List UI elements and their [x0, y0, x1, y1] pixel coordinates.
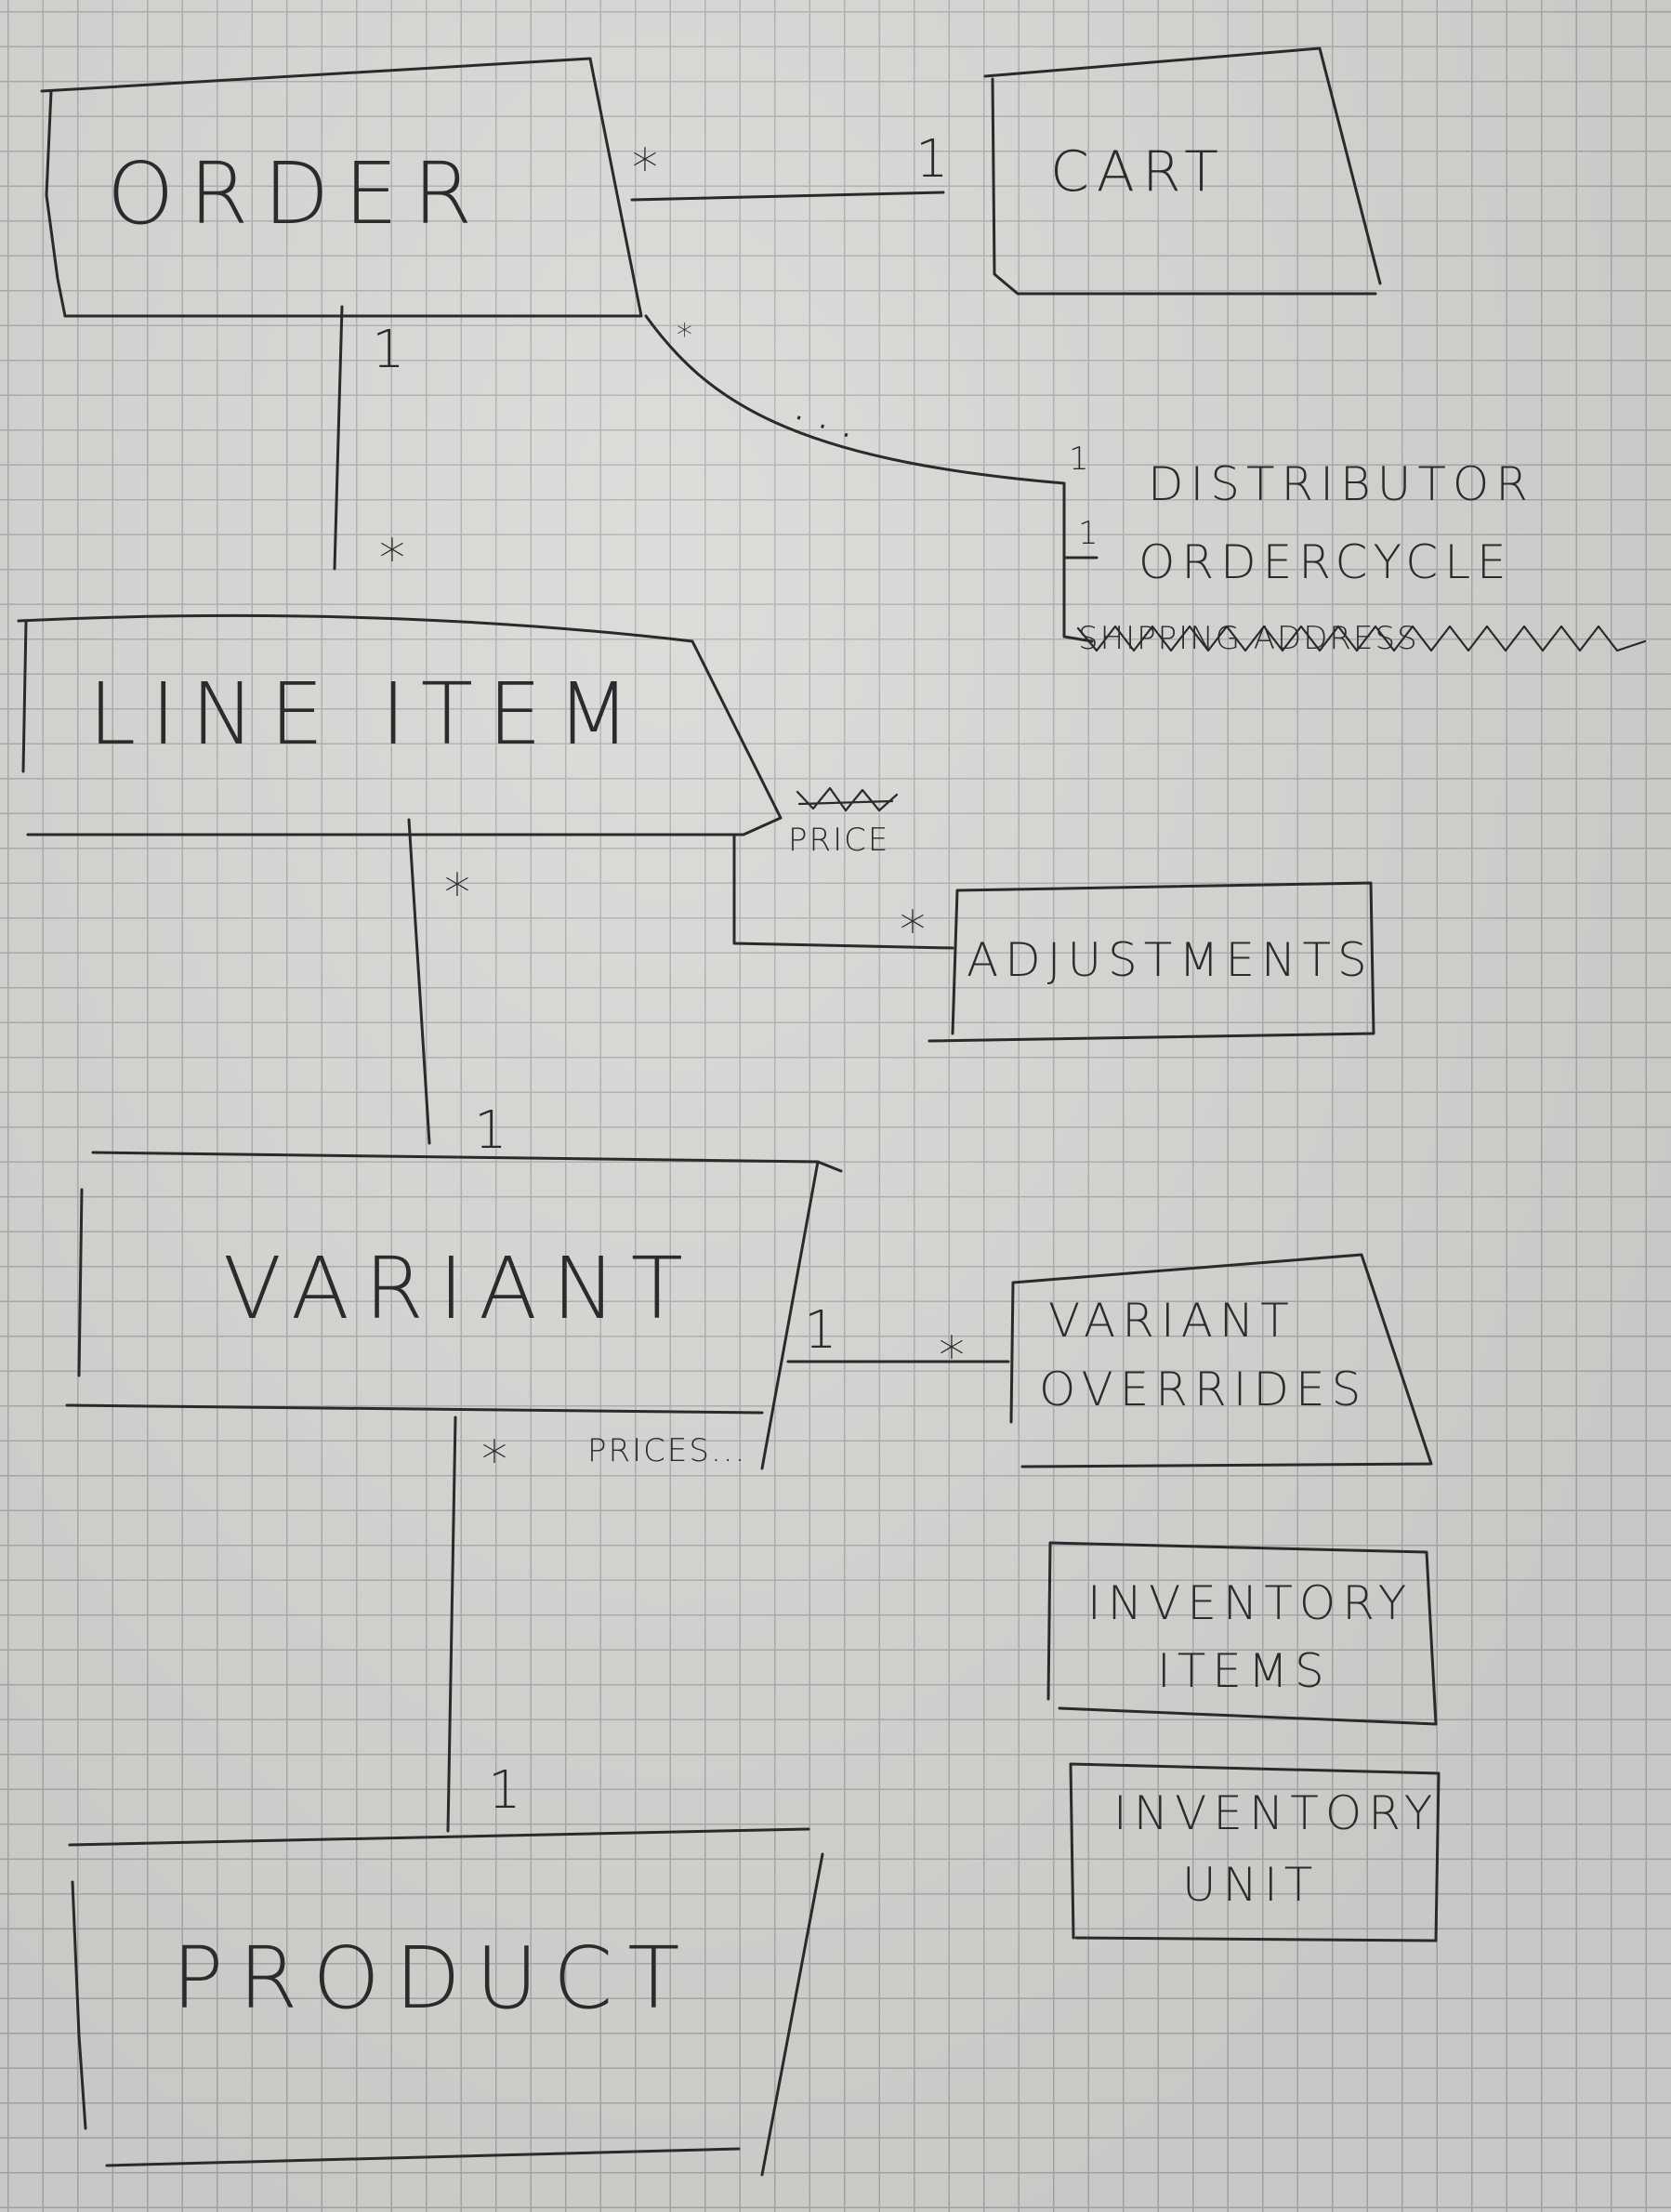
- order-label: ORDER: [107, 144, 487, 244]
- variant-overrides-many-mark: *: [939, 1326, 965, 1387]
- inventory-unit-label-line-1: INVENTORY: [1113, 1786, 1439, 1840]
- variant-overrides-box-outline: [1009, 1253, 1433, 1468]
- variant-overrides-relation: 1 *: [786, 1300, 1010, 1387]
- inventory-items-entity: INVENTORY ITEMS: [1046, 1541, 1438, 1726]
- order-cart-line: [630, 191, 945, 202]
- order-lineitem-one-mark: 1: [372, 320, 405, 380]
- variant-product-one-mark: 1: [488, 1760, 521, 1821]
- order-lineitem-line: [333, 305, 344, 571]
- order-attributes-relation: * ... 1 1 DISTRIBUTOR ORDERCYCLE SHIPPIN…: [644, 314, 1647, 657]
- inventory-unit-entity: INVENTORY UNIT: [1069, 1762, 1441, 1942]
- order-cart-relation: * 1: [630, 129, 949, 202]
- adjustments-entity: ADJUSTMENTS: [928, 881, 1375, 1043]
- distributor-one-mark: 1: [1069, 441, 1091, 478]
- variant-entity: VARIANT: [65, 1151, 843, 1470]
- distributor-attribute: DISTRIBUTOR: [1148, 457, 1534, 511]
- line-item-box-outline: [17, 613, 783, 836]
- product-label: PRODUCT: [172, 1929, 694, 2028]
- order-cycle-attribute: ORDERCYCLE: [1138, 535, 1513, 589]
- inventory-unit-box-outline: [1069, 1762, 1441, 1942]
- line-item-label: LINE ITEM: [88, 665, 645, 764]
- order-box-outline: [40, 57, 643, 318]
- variant-product-many-mark: *: [481, 1430, 507, 1491]
- product-entity: PRODUCT: [68, 1827, 824, 2177]
- order-lineitem-relation: 1 *: [333, 305, 405, 589]
- variant-overrides-entity: VARIANT OVERRIDES: [1009, 1253, 1433, 1468]
- inventory-items-label-line-1: INVENTORY: [1087, 1576, 1413, 1630]
- order-distributor-many-mark: *: [677, 317, 694, 354]
- prices-attribute: PRICES...: [587, 1432, 746, 1469]
- product-box-outline: [68, 1827, 824, 2177]
- price-strikeout-scribble: [796, 786, 899, 812]
- variant-box-outline: [65, 1151, 843, 1470]
- variant-product-line: [446, 1415, 457, 1833]
- cart-entity: CART: [983, 46, 1382, 296]
- lineitem-variant-one-mark: 1: [474, 1100, 507, 1161]
- cart-box-outline: [983, 46, 1382, 296]
- order-attributes-curve: [644, 314, 1066, 485]
- order-cart-many-mark: *: [632, 138, 658, 199]
- variant-product-relation: * PRICES... 1: [446, 1415, 746, 1833]
- adjustments-box-outline: [928, 881, 1375, 1043]
- line-item-entity: LINE ITEM: [17, 613, 783, 836]
- variant-label: VARIANT: [223, 1239, 698, 1338]
- order-cycle-one-mark: 1: [1078, 515, 1100, 552]
- lineitem-adjustments-relation: PRICE *: [732, 786, 954, 961]
- lineitem-adjustments-many-mark: *: [900, 901, 926, 961]
- shipping-address-attribute: SHIPPING ADDRESS: [1078, 620, 1419, 657]
- lineitem-adjustments-line: [732, 835, 954, 950]
- lineitem-variant-line: [407, 818, 431, 1145]
- variant-overrides-label-line-2: OVERRIDES: [1039, 1363, 1367, 1416]
- ellipsis-note: ...: [785, 368, 878, 455]
- inventory-unit-label-line-2: UNIT: [1182, 1858, 1319, 1912]
- price-attribute: PRICE: [788, 822, 889, 859]
- order-entity: ORDER: [40, 57, 643, 318]
- attribute-bracket: [1062, 481, 1099, 643]
- adjustments-label: ADJUSTMENTS: [967, 933, 1374, 987]
- inventory-items-box-outline: [1046, 1541, 1438, 1726]
- order-cart-one-mark: 1: [915, 129, 949, 190]
- variant-overrides-one-mark: 1: [804, 1300, 837, 1361]
- lineitem-variant-many-mark: *: [444, 863, 470, 924]
- variant-overrides-label-line-1: VARIANT: [1048, 1294, 1296, 1348]
- cart-label: CART: [1050, 139, 1226, 204]
- lineitem-variant-relation: * 1: [407, 818, 507, 1161]
- inventory-items-label-line-2: ITEMS: [1157, 1644, 1331, 1698]
- shipping-address-strikeout: [1076, 625, 1647, 652]
- order-lineitem-many-mark: *: [379, 529, 405, 589]
